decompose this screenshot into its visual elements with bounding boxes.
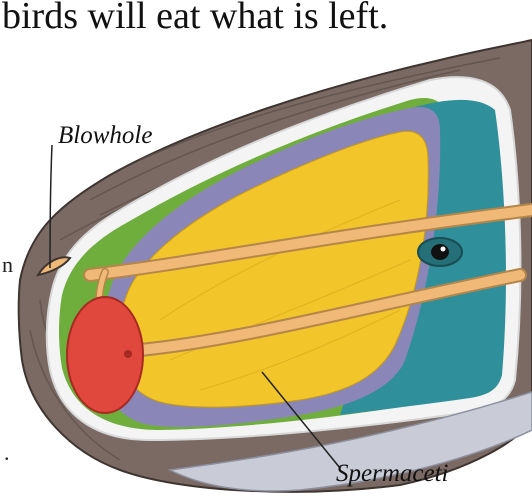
spermaceti-label: Spermaceti <box>336 460 448 488</box>
organ-spot <box>124 350 132 358</box>
stray-dot: . <box>4 440 10 466</box>
eye-icon <box>418 238 462 266</box>
stray-letter: n <box>2 252 13 278</box>
blowhole-label: Blowhole <box>58 122 152 150</box>
